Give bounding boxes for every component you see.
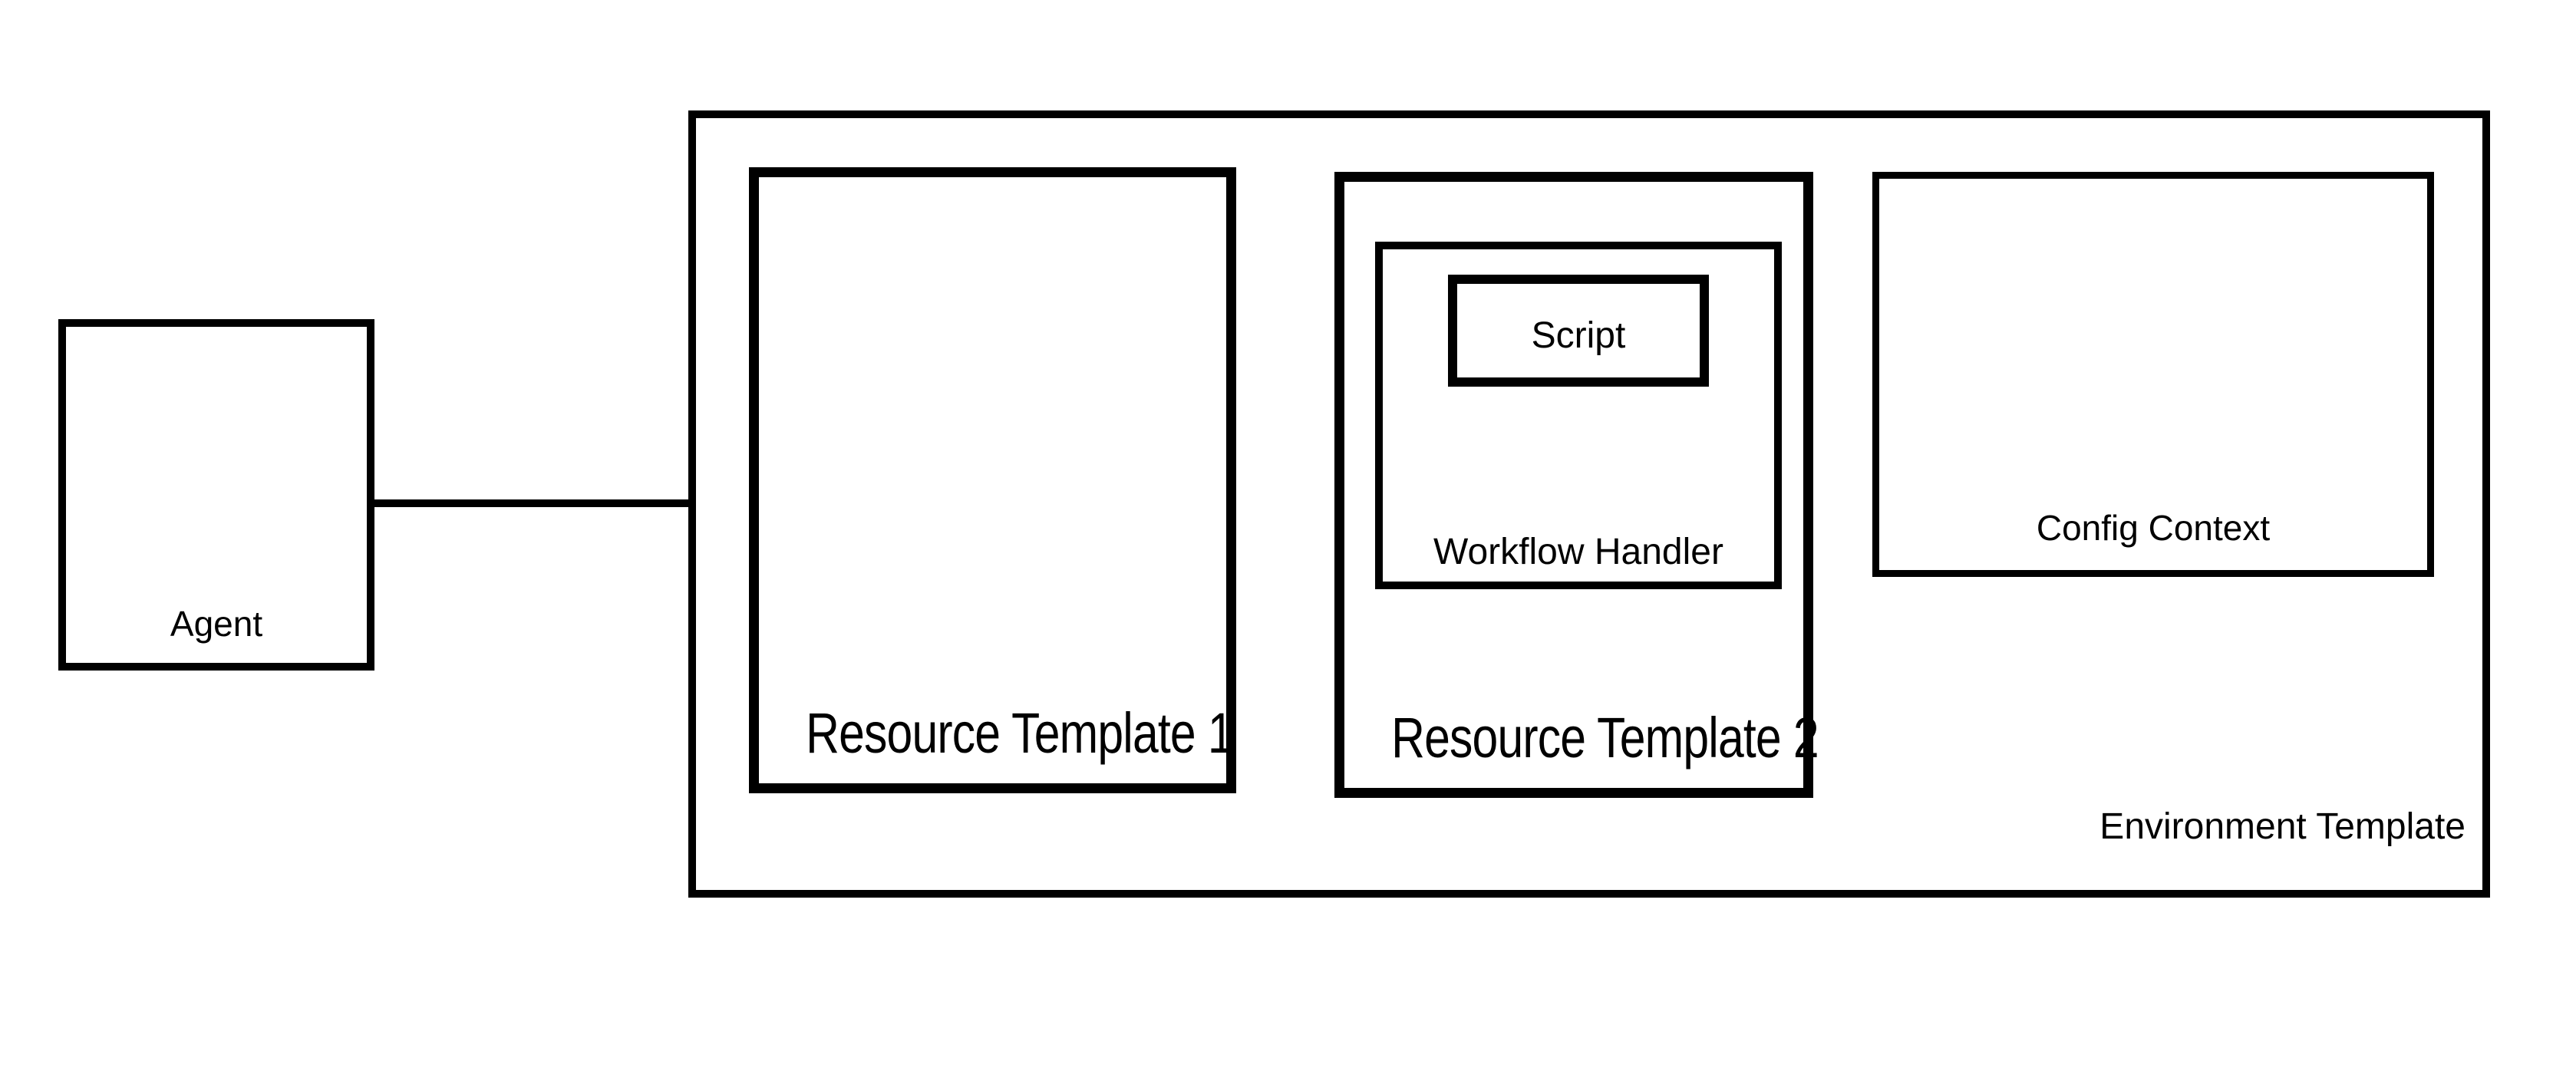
resource-template-1-node: Resource Template 1 [749, 167, 1236, 793]
resource-template-2-node: Script Workflow Handler Resource Templat… [1334, 172, 1819, 798]
config-context-label: Config Context [2036, 508, 2271, 548]
environment-template-node: Resource Template 1 Script Workflow Hand… [688, 110, 2490, 898]
workflow-handler-node: Script Workflow Handler [1375, 242, 1782, 589]
script-node: Script [1448, 275, 1709, 387]
agent-to-environment-connector-line [373, 499, 690, 507]
resource-template-2-label: Resource Template 2 [1391, 706, 1819, 769]
config-context-node: Config Context [1872, 172, 2434, 577]
workflow-handler-label: Workflow Handler [1433, 532, 1723, 572]
environment-template-label: Environment Template [2099, 806, 2466, 847]
agent-label: Agent [170, 604, 263, 644]
resource-template-1-label: Resource Template 1 [806, 701, 1234, 765]
script-label: Script [1531, 315, 1626, 356]
agent-node: Agent [58, 319, 374, 671]
